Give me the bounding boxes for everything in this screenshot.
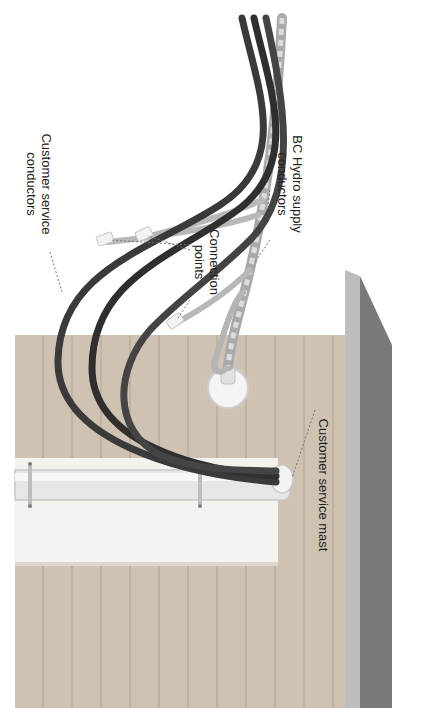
insulator <box>208 368 248 408</box>
callout-label: Connection points <box>192 222 222 302</box>
connection-sleeve <box>96 226 185 330</box>
callout-label: BC Hydro supply conductors <box>275 125 305 243</box>
pipe-clamp <box>30 462 200 508</box>
leader-line <box>50 190 315 478</box>
callout-label: Customer service conductors <box>24 118 54 250</box>
callout-label: Customer service mast <box>316 400 331 570</box>
board-shadow <box>15 562 278 566</box>
roof-fascia <box>345 270 360 708</box>
supply-loop <box>214 290 245 372</box>
service-conductors <box>58 18 284 482</box>
roof-edge <box>360 276 392 708</box>
